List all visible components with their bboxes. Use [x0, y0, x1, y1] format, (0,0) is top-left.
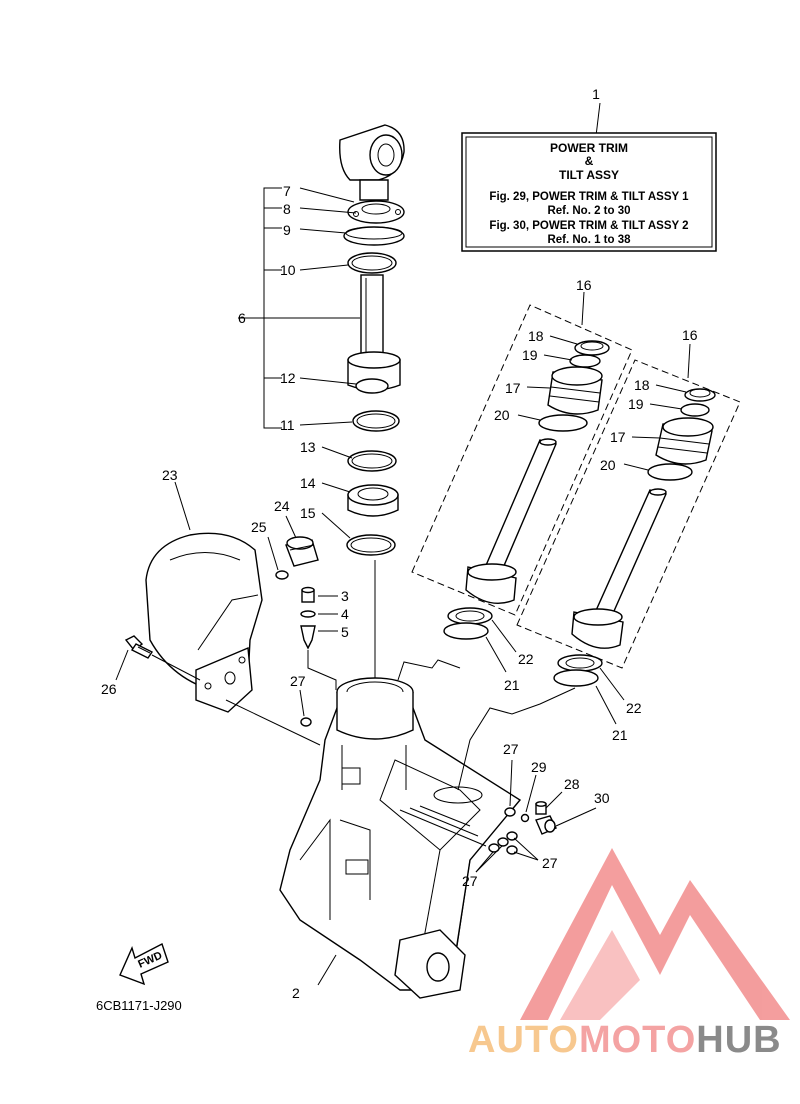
gaskets-right	[553, 654, 625, 725]
callout-9: 9	[283, 222, 291, 238]
callout-22-b: 22	[626, 700, 642, 716]
callout-3: 3	[341, 588, 349, 604]
watermark-moto: MOTO	[578, 1019, 697, 1061]
callout-27-a: 27	[290, 673, 306, 689]
callout-4: 4	[341, 606, 349, 622]
callout-15: 15	[300, 505, 316, 521]
small-parts	[267, 515, 338, 727]
info-title-line2: &	[585, 154, 594, 168]
callout-27-b: 27	[503, 741, 519, 757]
callout-12: 12	[280, 370, 296, 386]
gaskets-left	[443, 607, 517, 673]
callout-26: 26	[101, 681, 117, 697]
trim-cylinder-right	[516, 343, 741, 669]
callout-1: 1	[592, 86, 600, 102]
callout-10: 10	[280, 262, 296, 278]
watermark-auto: AUTO	[468, 1019, 579, 1061]
callout-28: 28	[564, 776, 580, 792]
trim-cylinder-left	[411, 291, 633, 616]
callout-27-d: 27	[462, 873, 478, 889]
info-title-line3: TILT ASSY	[559, 168, 619, 182]
main-housing	[225, 659, 576, 999]
callout-24: 24	[274, 498, 290, 514]
diagram-code: 6CB1171-J290	[96, 998, 182, 1013]
callout-numbers: 7 8 9 10 6 12 11 13 14 15 23 24 25 3 4 5…	[101, 183, 698, 1001]
info-title-line1: POWER TRIM	[550, 141, 628, 155]
callout-27-c: 27	[542, 855, 558, 871]
info-ref-line2: Ref. No. 2 to 30	[547, 205, 630, 217]
callout-25: 25	[251, 519, 267, 535]
callout-22-a: 22	[518, 651, 534, 667]
callout-7: 7	[283, 183, 291, 199]
callout-29: 29	[531, 759, 547, 775]
callout-13: 13	[300, 439, 316, 455]
callout-17-b: 17	[610, 429, 626, 445]
small-parts-right	[475, 759, 597, 873]
callout-20-b: 20	[600, 457, 616, 473]
callout-21-b: 21	[612, 727, 628, 743]
info-box: 1 POWER TRIM & TILT ASSY Fig. 29, POWER …	[461, 86, 717, 252]
watermark-logo	[520, 848, 790, 1020]
callout-5: 5	[341, 624, 349, 640]
callout-6: 6	[238, 310, 246, 326]
callout-14: 14	[300, 475, 316, 491]
info-ref-line4: Ref. No. 1 to 38	[547, 234, 631, 246]
callout-8: 8	[283, 201, 291, 217]
callout-18-a: 18	[528, 328, 544, 344]
callout-16-a: 16	[576, 277, 592, 293]
callout-2: 2	[292, 985, 300, 1001]
tilt-cylinder-assembly	[238, 124, 405, 680]
watermark-wordmark: AUTOMOTOHUB	[468, 1020, 782, 1060]
reservoir-tank	[115, 481, 263, 713]
fwd-arrow: FWD	[119, 943, 169, 986]
callout-23: 23	[162, 467, 178, 483]
callout-11: 11	[280, 417, 295, 433]
callout-20-a: 20	[494, 407, 510, 423]
callout-30: 30	[594, 790, 610, 806]
info-ref-line3: Fig. 30, POWER TRIM & TILT ASSY 2	[489, 220, 688, 232]
watermark-hub: HUB	[696, 1019, 782, 1061]
callout-19-a: 19	[522, 347, 538, 363]
callout-17-a: 17	[505, 380, 521, 396]
callout-18-b: 18	[634, 377, 650, 393]
callout-21-a: 21	[504, 677, 520, 693]
callout-16-b: 16	[682, 327, 698, 343]
callout-19-b: 19	[628, 396, 644, 412]
info-ref-line1: Fig. 29, POWER TRIM & TILT ASSY 1	[489, 191, 689, 203]
